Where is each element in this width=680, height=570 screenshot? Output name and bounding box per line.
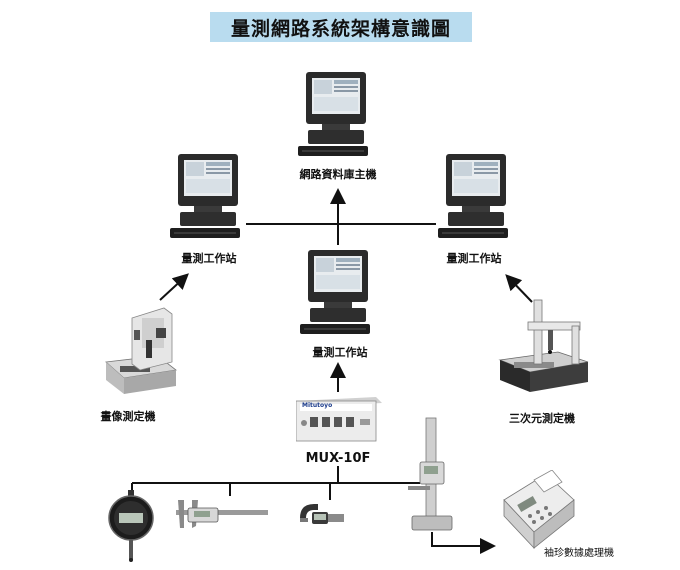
printer-label: 袖珍數據處理機 — [544, 548, 614, 559]
digital-caliper — [172, 498, 270, 536]
arrow-vision-to-left-station — [159, 273, 189, 301]
dial-indicator — [106, 490, 158, 566]
mux-box: Mitutoyo — [295, 393, 382, 447]
computer-workstation-icon — [300, 250, 370, 334]
left-station-computer — [168, 152, 248, 248]
height-gauge — [406, 416, 456, 540]
vision-measuring-machine — [98, 300, 182, 404]
data-processor-printer — [494, 469, 576, 560]
computer-workstation-icon — [298, 72, 368, 156]
vision-measuring-machine-icon — [105, 307, 177, 394]
mux-label: MUX-10F — [305, 451, 371, 466]
center-station-label: 量測工作站 — [312, 346, 368, 359]
center-station-computer — [298, 248, 378, 344]
arrow-height-gauge-to-printer — [431, 532, 496, 554]
right-station-label: 量測工作站 — [446, 252, 502, 265]
right-station-computer — [436, 152, 516, 248]
server-label: 網路資料庫主機 — [299, 168, 377, 181]
left-station-label: 量測工作站 — [181, 252, 237, 265]
title-banner: 量測網路系統架構意識圖 — [210, 12, 472, 42]
mux-brand-text: Mitutoyo — [302, 402, 333, 409]
server-computer — [296, 70, 376, 164]
digital-dial-indicator-icon — [108, 490, 154, 562]
diagram-title: 量測網路系統架構意識圖 — [230, 17, 451, 40]
coordinate-measuring-machine — [494, 296, 594, 402]
digital-micrometer-icon — [300, 504, 344, 524]
arrow-cmm-to-right-station — [505, 274, 533, 303]
coordinate-measuring-machine-icon — [498, 299, 589, 392]
computer-workstation-icon — [170, 154, 240, 238]
digital-micrometer — [296, 500, 346, 538]
multiplexer-box-icon — [295, 397, 382, 442]
computer-workstation-icon — [438, 154, 508, 238]
data-processor-printer-icon — [503, 469, 575, 550]
digital-caliper-icon — [176, 500, 268, 528]
height-gauge-icon — [408, 417, 453, 531]
vision-machine-label: 畫像測定機 — [100, 410, 156, 423]
cmm-label: 三次元測定機 — [509, 412, 575, 425]
